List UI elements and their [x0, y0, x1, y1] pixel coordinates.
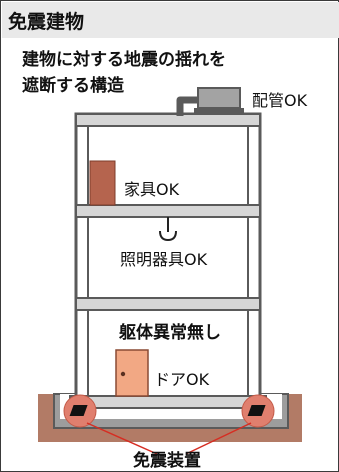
isolator-left — [69, 405, 88, 416]
roof-pipe — [176, 96, 199, 116]
door-knob — [120, 371, 126, 377]
title-bar — [2, 2, 339, 38]
floor-slab-2 — [75, 297, 261, 311]
furniture — [89, 160, 116, 206]
roof-equipment — [197, 87, 241, 109]
light-fixture-icon — [159, 217, 177, 242]
lighting-label: 照明器具OK — [120, 250, 208, 269]
door — [115, 349, 149, 397]
structure-label: 躯体異常無し — [119, 323, 221, 343]
callout-line-right — [185, 422, 252, 455]
piping-label: 配管OK — [252, 91, 308, 110]
isolator-label: 免震装置 — [133, 451, 201, 471]
page-title: 免震建物 — [8, 11, 85, 33]
subtitle-line-1: 建物に対する地震の揺れを — [22, 50, 226, 70]
furniture-label: 家具OK — [124, 180, 180, 199]
subtitle-line-2: 遮断する構造 — [22, 76, 124, 96]
roof-equipment-base — [194, 108, 244, 114]
door-label: ドアOK — [154, 370, 210, 389]
base-slab — [69, 395, 267, 409]
roof-slab — [75, 113, 261, 127]
floor-slab-1 — [75, 204, 261, 218]
isolator-right — [247, 405, 266, 416]
callout-line-left — [86, 422, 158, 455]
